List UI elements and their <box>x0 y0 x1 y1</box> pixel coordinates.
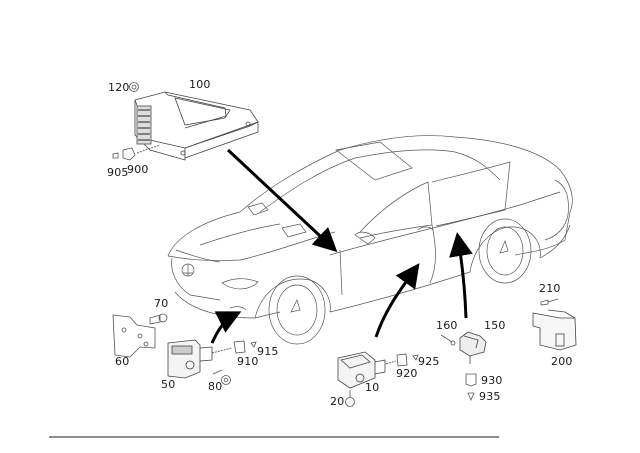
callout-20: 20 <box>330 395 345 408</box>
callout-905: 905 <box>107 166 129 179</box>
bracket-60 <box>112 314 156 358</box>
sensor-10 <box>337 351 397 389</box>
callout-210: 210 <box>539 282 561 295</box>
callout-900: 900 <box>127 163 149 176</box>
screw-70 <box>149 313 168 325</box>
callout-910: 910 <box>237 355 259 368</box>
sensor-50 <box>167 339 233 379</box>
callout-10: 10 <box>365 381 380 394</box>
callout-200: 200 <box>551 355 573 368</box>
bolt-20 <box>345 390 355 407</box>
connector-930 <box>465 373 477 402</box>
vehicle-outline <box>167 135 573 345</box>
module-200 <box>532 309 577 351</box>
nut-120 <box>129 82 139 92</box>
callout-935: 935 <box>479 390 501 403</box>
screw-160 <box>440 334 456 346</box>
connector-900 <box>112 144 161 161</box>
control-unit-100 <box>134 91 259 161</box>
callout-120: 120 <box>108 81 130 94</box>
sensor-150 <box>459 331 487 364</box>
callout-925: 925 <box>418 355 440 368</box>
callout-50: 50 <box>161 378 176 391</box>
bolt-80 <box>212 369 231 385</box>
screw-210 <box>540 298 559 306</box>
callout-930: 930 <box>481 374 503 387</box>
connector-920 <box>396 353 419 367</box>
callout-915: 915 <box>257 345 279 358</box>
callout-60: 60 <box>115 355 130 368</box>
pointer-arrows <box>210 148 473 344</box>
callout-100: 100 <box>189 78 211 91</box>
callout-150: 150 <box>484 319 506 332</box>
connector-910 <box>233 340 257 354</box>
callout-70: 70 <box>154 297 169 310</box>
bottom-divider <box>49 436 499 438</box>
callout-920: 920 <box>396 367 418 380</box>
callout-80: 80 <box>208 380 223 393</box>
callout-160: 160 <box>436 319 458 332</box>
